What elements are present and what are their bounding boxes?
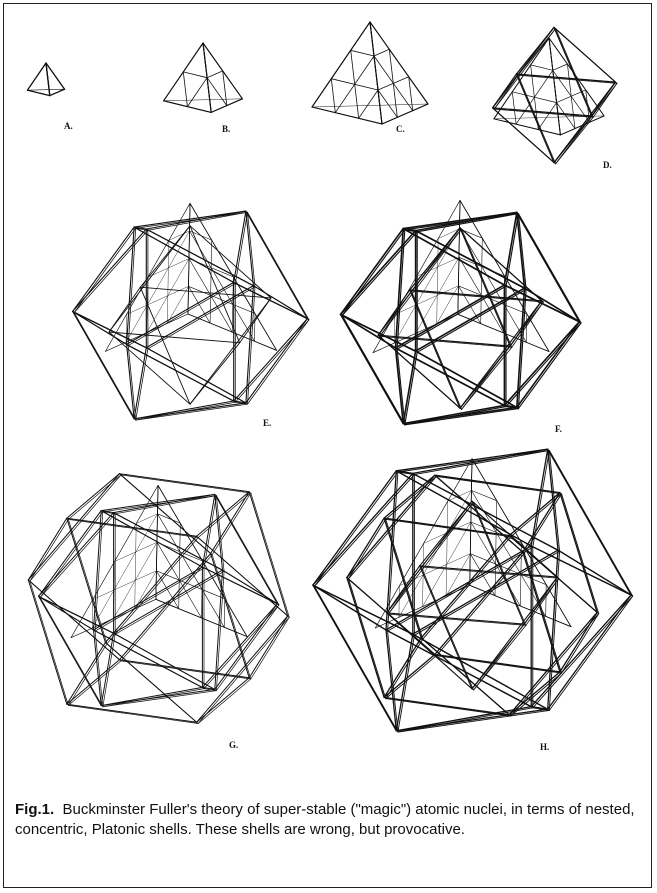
panel-label-e: E. xyxy=(263,418,271,428)
panel-g-nested-shells xyxy=(28,474,289,724)
figure-drawings xyxy=(0,0,657,790)
panel-label-a: A. xyxy=(64,121,73,131)
panel-e-nested-shells xyxy=(73,203,309,420)
panel-f-nested-shells xyxy=(341,200,581,424)
panel-label-g: G. xyxy=(229,740,238,750)
panel-a-tetrahedron xyxy=(27,63,64,96)
panel-b-tetrahedron xyxy=(164,43,243,112)
panel-h-nested-shells xyxy=(313,449,633,732)
panel-label-d: D. xyxy=(603,160,612,170)
panel-label-c: C. xyxy=(396,124,405,134)
panel-d-nested-shells xyxy=(493,27,617,163)
panel-label-h: H. xyxy=(540,742,549,752)
panel-label-b: B. xyxy=(222,124,230,134)
caption-lead: Fig.1. xyxy=(15,801,54,818)
figure-caption: Fig.1. Buckminster Fuller's theory of su… xyxy=(15,800,640,840)
panel-c-tetrahedron xyxy=(312,22,428,124)
caption-text: Buckminster Fuller's theory of super-sta… xyxy=(15,801,635,838)
panel-label-f: F. xyxy=(555,424,562,434)
